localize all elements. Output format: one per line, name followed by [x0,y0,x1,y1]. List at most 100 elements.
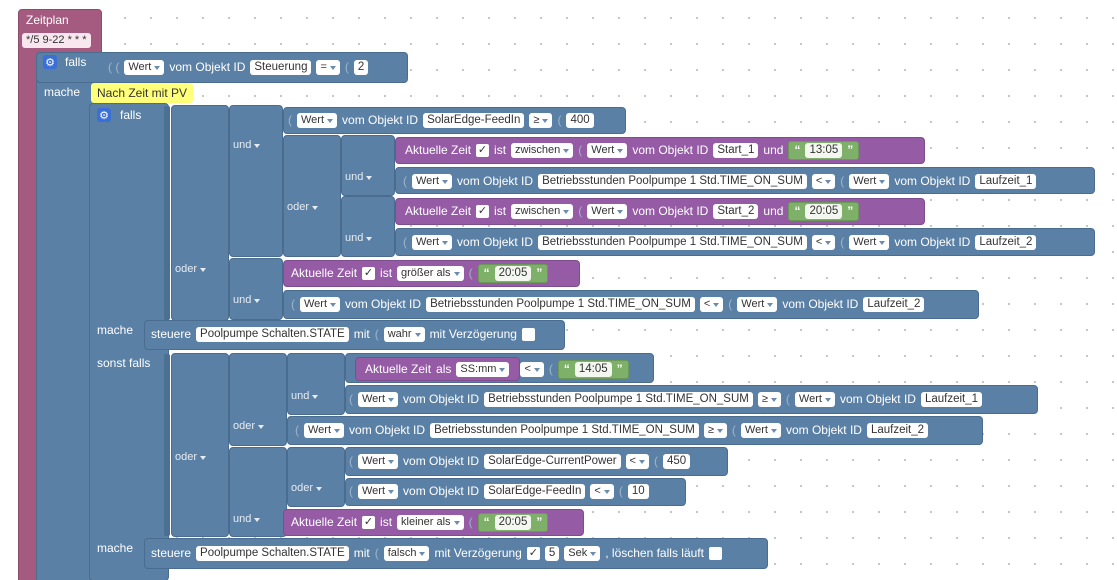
number-field[interactable]: 450 [662,453,691,469]
operator-dropdown[interactable]: < [699,296,724,312]
operator-dropdown[interactable]: < [520,361,544,377]
object-id-field[interactable]: Start_2 [713,203,759,219]
operator-dropdown[interactable]: < [590,483,614,499]
oder-block-2[interactable] [283,135,341,257]
oder-dropdown[interactable]: oder [287,201,318,213]
oder-block-1[interactable] [171,105,229,321]
steuere-block-2[interactable] [144,538,768,569]
cond-time-greater[interactable]: Aktuelle Zeit ✓ ist größer als ( “20:05” [291,262,549,284]
wert-dropdown[interactable]: Wert [849,234,890,250]
wert-dropdown[interactable]: Wert [358,483,399,499]
delay-value-field[interactable]: 5 [544,545,560,561]
und-dropdown[interactable]: und [291,390,318,402]
checkbox[interactable]: ✓ [362,515,376,529]
object-id-field[interactable]: Betriebsstunden Poolpumpe 1 Std.TIME_ON_… [430,422,699,438]
operator-dropdown[interactable]: ≥ [703,422,727,438]
object-id-field[interactable]: Betriebsstunden Poolpumpe 1 Std.TIME_ON_… [538,173,807,189]
cond-feedin[interactable]: ( Wert vom Objekt ID SolarEdge-FeedIn ≥ … [288,109,594,131]
cond-feedin-lt[interactable]: ( Wert vom Objekt ID SolarEdge-FeedIn < … [349,480,649,502]
kleiner-als-dropdown[interactable]: kleiner als [397,514,464,530]
text-field[interactable]: 13:05 [805,142,843,158]
object-id-field[interactable]: Betriebsstunden Poolpumpe 1 Std.TIME_ON_… [484,391,753,407]
cond-time-less[interactable]: Aktuelle Zeit ✓ ist kleiner als ( “20:05… [291,511,549,533]
comment-block[interactable]: Nach Zeit mit PV [91,83,194,103]
object-id-field[interactable]: Laufzeit_2 [863,296,925,312]
oder-dropdown[interactable]: oder [175,263,206,275]
wert-dropdown[interactable]: Wert [297,112,338,128]
number-field[interactable]: 10 [627,483,649,499]
object-id-field[interactable]: Laufzeit_1 [975,173,1037,189]
action-steuere-1[interactable]: steuere Poolpumpe Schalten.STATE mit ( w… [151,323,535,345]
wert-dropdown[interactable]: Wert [587,203,628,219]
cond-laufzeit2-a[interactable]: ( Wert vom Objekt ID Betriebsstunden Poo… [403,231,1037,253]
wahr-dropdown[interactable]: wahr [383,326,425,342]
checkbox[interactable]: ✓ [362,266,376,280]
cond-power[interactable]: ( Wert vom Objekt ID SolarEdge-CurrentPo… [349,450,691,472]
object-id-field[interactable]: Betriebsstunden Poolpumpe 1 Std.TIME_ON_… [426,296,695,312]
text-field[interactable]: 20:05 [494,265,532,281]
object-id-field[interactable]: Steuerung [250,59,312,75]
cron-field[interactable]: */5 9-22 * * * [22,33,91,48]
und-block-3[interactable] [341,196,395,257]
wert-dropdown[interactable]: Wert [358,391,399,407]
cond-laufzeit1-a[interactable]: ( Wert vom Objekt ID Betriebsstunden Poo… [403,170,1037,192]
number-field[interactable]: 2 [353,59,369,75]
operator-dropdown[interactable]: ≥ [529,112,553,128]
text-field[interactable]: 20:05 [494,514,532,530]
oder-dropdown[interactable]: oder [233,420,264,432]
wert-dropdown[interactable]: Wert [737,296,778,312]
text-block[interactable]: “20:05” [477,263,549,283]
format-dropdown[interactable]: SS:mm [456,361,510,377]
und-block-2[interactable] [341,135,395,196]
object-id-field[interactable]: SolarEdge-CurrentPower [484,453,621,469]
und-block-5[interactable] [287,353,345,415]
groesser-als-dropdown[interactable]: größer als [397,265,464,281]
action-steuere-2[interactable]: steuere Poolpumpe Schalten.STATE mit ( f… [151,542,722,564]
text-block[interactable]: “20:05” [477,512,549,532]
number-field[interactable]: 400 [566,112,594,128]
wert-dropdown[interactable]: Wert [358,453,399,469]
operator-dropdown[interactable]: < [625,453,649,469]
text-field[interactable]: 14:05 [574,361,612,377]
object-id-field[interactable]: Poolpumpe Schalten.STATE [196,326,349,342]
und-dropdown[interactable]: und [233,139,260,151]
wert-dropdown[interactable]: Wert [849,173,890,189]
falsch-dropdown[interactable]: falsch [383,545,430,561]
oder-block-3[interactable] [171,353,229,537]
gear-icon[interactable]: ⚙ [43,55,57,69]
und-block-1[interactable] [229,105,283,257]
wert-dropdown[interactable]: Wert [300,296,341,312]
cond-time-between-1[interactable]: Aktuelle Zeit ✓ ist zwischen ( Wert vom … [405,139,860,161]
checkbox[interactable]: ✓ [476,143,490,157]
object-id-field[interactable]: Laufzeit_2 [975,234,1037,250]
object-id-field[interactable]: Start_1 [713,142,759,158]
text-field[interactable]: 20:05 [805,203,843,219]
cond-time-format[interactable]: Aktuelle Zeit als SS:mm < ( “14:05” [365,358,629,380]
cond-laufzeit2-b[interactable]: ( Wert vom Objekt ID Betriebsstunden Poo… [291,293,925,315]
delay-checkbox[interactable]: ✓ [526,546,540,560]
und-dropdown[interactable]: und [345,232,372,244]
cond-laufzeit2-ge[interactable]: ( Wert vom Objekt ID Betriebsstunden Poo… [295,419,929,441]
cond-laufzeit1-ge[interactable]: ( Wert vom Objekt ID Betriebsstunden Poo… [349,388,983,410]
wert-dropdown[interactable]: Wert [740,422,781,438]
gear-icon[interactable]: ⚙ [97,108,111,122]
oder-dropdown[interactable]: oder [175,451,206,463]
object-id-field[interactable]: Laufzeit_1 [920,391,983,407]
zwischen-dropdown[interactable]: zwischen [511,203,574,219]
zwischen-dropdown[interactable]: zwischen [511,142,574,158]
text-block[interactable]: “13:05” [788,140,860,160]
cond-steuerung[interactable]: ( ( Wert vom Objekt ID Steuerung = ( 2 [108,56,369,78]
wert-dropdown[interactable]: Wert [304,422,345,438]
oder-block-5[interactable] [287,447,345,507]
object-id-field[interactable]: Betriebsstunden Poolpumpe 1 Std.TIME_ON_… [538,234,807,250]
text-block[interactable]: “20:05” [788,201,860,221]
wert-dropdown[interactable]: Wert [412,173,453,189]
object-id-field[interactable]: Poolpumpe Schalten.STATE [196,545,349,561]
und-dropdown[interactable]: und [345,171,372,183]
clear-checkbox[interactable] [708,546,722,560]
operator-dropdown[interactable]: = [316,59,340,75]
und-block-4[interactable] [229,258,283,320]
oder-dropdown[interactable]: oder [291,482,322,494]
und-dropdown[interactable]: und [233,513,260,525]
wert-dropdown[interactable]: Wert [794,391,835,407]
